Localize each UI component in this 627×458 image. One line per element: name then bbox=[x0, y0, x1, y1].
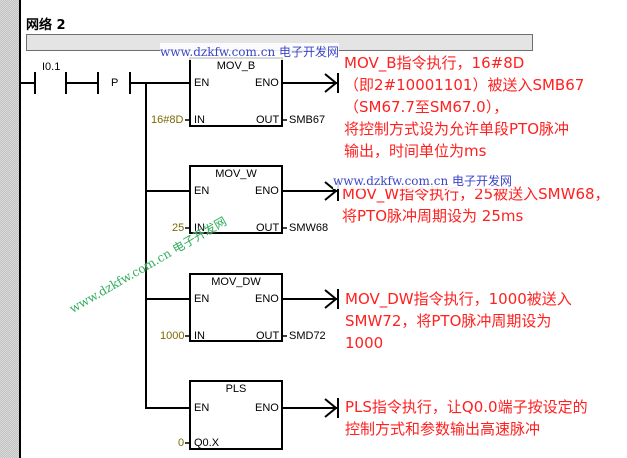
annotation-mov-b: MOV_B指令执行，16#8D （即2#10001101）被送入SMB67 （S… bbox=[344, 52, 584, 162]
block-title: PLS bbox=[225, 383, 247, 395]
annotation-line: 控制方式和参数输出高速脉冲 bbox=[345, 420, 541, 438]
watermark: www.dzkfw.com.cn 电子开发网 bbox=[333, 172, 513, 189]
contact-label: P bbox=[111, 77, 119, 89]
pls-box bbox=[189, 380, 283, 450]
annotation-line: 1000 bbox=[345, 334, 384, 352]
arrow-icon bbox=[324, 289, 338, 309]
eno-pin: ENO bbox=[255, 77, 279, 89]
arrow-icon bbox=[324, 181, 338, 201]
watermark: www.dzkfw.com.cn 电子开发网 bbox=[160, 43, 340, 60]
in-pin: IN bbox=[194, 114, 205, 126]
annotation-line: MOV_DW指令执行，1000被送入 bbox=[345, 290, 572, 308]
annotation-line: SMW72，将PTO脉冲周期设为 bbox=[345, 312, 552, 330]
in-pin: IN bbox=[194, 222, 205, 234]
out-operand[interactable]: SMW68 bbox=[289, 222, 329, 234]
annotation-mov-w: MOV_W指令执行，25被送入SMW68， 将PTO脉冲周期设为 25ms bbox=[342, 183, 610, 227]
block-title: MOV_DW bbox=[211, 276, 261, 288]
annotation-line: MOV_B指令执行，16#8D bbox=[344, 54, 525, 72]
en-pin: EN bbox=[194, 77, 210, 89]
en-pin: EN bbox=[194, 293, 210, 305]
watermark-url: www.dzkfw.com.cn bbox=[160, 45, 276, 59]
en-pin: EN bbox=[194, 402, 210, 414]
network-title: 网络 2 bbox=[26, 18, 66, 33]
in-pin: Q0.X bbox=[194, 437, 220, 449]
mov-w-box bbox=[189, 165, 283, 234]
contact-address: I0.1 bbox=[42, 61, 61, 73]
block-title: MOV_W bbox=[215, 168, 257, 180]
eno-pin: ENO bbox=[255, 185, 279, 197]
annotation-pls: PLS指令执行，让Q0.0端子按设定的 控制方式和参数输出高速脉冲 bbox=[345, 396, 588, 440]
arrow-icon bbox=[324, 398, 338, 418]
watermark-site: 电子开发网 bbox=[279, 45, 340, 59]
out-pin: OUT bbox=[256, 114, 280, 126]
watermark-url: www.dzkfw.com.cn bbox=[333, 174, 449, 188]
editor-gutter bbox=[0, 0, 19, 458]
out-pin: OUT bbox=[256, 330, 280, 342]
in-pin: IN bbox=[194, 330, 205, 342]
annotation-line: 将PTO脉冲周期设为 25ms bbox=[342, 207, 524, 225]
in-operand[interactable]: 16#8D bbox=[151, 114, 184, 126]
arrow-icon bbox=[324, 73, 338, 93]
out-operand[interactable]: SMB67 bbox=[289, 114, 326, 126]
annotation-line: 将控制方式设为允许单段PTO脉冲 bbox=[344, 120, 570, 138]
annotation-line: （SM67.7至SM67.0）， bbox=[344, 98, 509, 116]
eno-pin: ENO bbox=[255, 293, 279, 305]
eno-pin: ENO bbox=[255, 402, 279, 414]
in-operand[interactable]: 25 bbox=[172, 222, 185, 234]
in-operand[interactable]: 0 bbox=[178, 437, 185, 449]
left-power-rail bbox=[19, 0, 21, 458]
block-title: MOV_B bbox=[216, 60, 256, 72]
out-operand[interactable]: SMD72 bbox=[289, 330, 326, 342]
annotation-line: （即2#10001101）被送入SMB67 bbox=[344, 76, 585, 94]
annotation-line: PLS指令执行，让Q0.0端子按设定的 bbox=[345, 398, 588, 416]
in-operand[interactable]: 1000 bbox=[160, 330, 185, 342]
annotation-mov-dw: MOV_DW指令执行，1000被送入 SMW72，将PTO脉冲周期设为 1000 bbox=[345, 288, 572, 354]
watermark-site: 电子开发网 bbox=[452, 174, 513, 188]
out-pin: OUT bbox=[256, 222, 280, 234]
en-pin: EN bbox=[194, 185, 210, 197]
annotation-line: MOV_W指令执行，25被送入SMW68， bbox=[342, 185, 610, 203]
annotation-line: 输出，时间单位为ms bbox=[344, 142, 487, 160]
mov-dw-box bbox=[189, 273, 283, 342]
